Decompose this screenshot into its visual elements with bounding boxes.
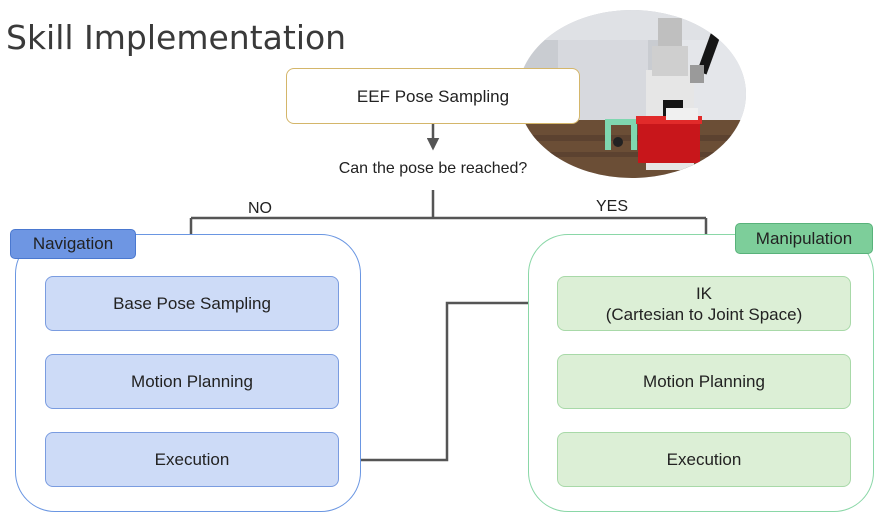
eef-pose-sampling-label: EEF Pose Sampling	[356, 86, 510, 106]
man-step-motion-planning: Motion Planning	[557, 354, 851, 409]
man-step-label: Motion Planning	[643, 372, 765, 391]
man-step-ik: IK (Cartesian to Joint Space)	[557, 276, 851, 331]
page-title: Skill Implementation	[6, 18, 347, 57]
reachability-question: Can the pose be reached?	[338, 160, 528, 177]
eef-pose-sampling-box: EEF Pose Sampling	[286, 68, 580, 124]
nav-step-motion-planning: Motion Planning	[45, 354, 339, 409]
man-step-label: Execution	[666, 450, 742, 469]
manipulation-tag: Manipulation	[735, 223, 873, 254]
man-step-execution: Execution	[557, 432, 851, 487]
nav-step-label: Execution	[154, 450, 230, 469]
nav-step-execution: Execution	[45, 432, 339, 487]
navigation-tag: Navigation	[10, 229, 136, 259]
nav-step-base-pose-sampling: Base Pose Sampling	[45, 276, 339, 331]
robot-scene-image	[518, 10, 746, 178]
no-branch-label: NO	[248, 200, 272, 217]
man-step-label: IK (Cartesian to Joint Space)	[605, 283, 803, 324]
nav-step-label: Motion Planning	[131, 372, 253, 391]
nav-step-label: Base Pose Sampling	[113, 294, 271, 313]
yes-branch-label: YES	[596, 198, 629, 215]
